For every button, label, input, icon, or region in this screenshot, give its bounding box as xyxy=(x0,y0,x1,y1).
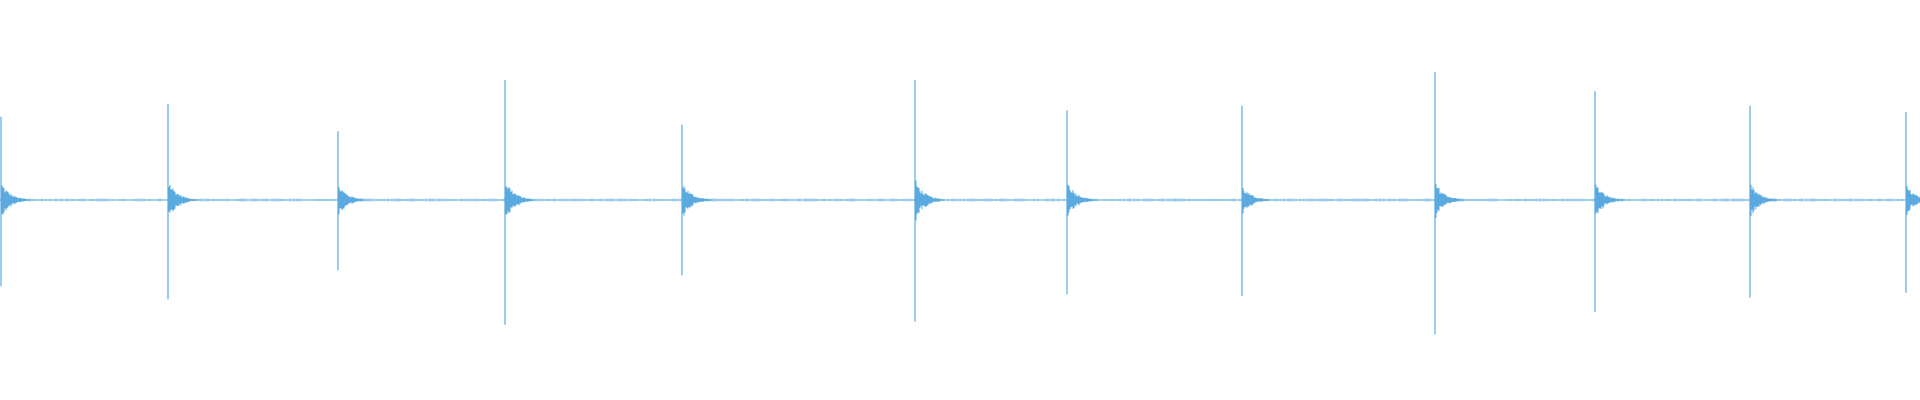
transient-decay xyxy=(338,187,369,215)
transient-7 xyxy=(1066,110,1098,295)
transient-12 xyxy=(1905,112,1920,293)
transient-6 xyxy=(914,80,946,322)
transient-decay xyxy=(682,186,713,216)
transient-2 xyxy=(167,104,199,300)
transient-decay xyxy=(505,186,536,215)
transient-decay xyxy=(168,185,199,213)
transient-4 xyxy=(504,80,536,325)
transient-1 xyxy=(0,116,32,287)
transient-8 xyxy=(1241,105,1273,296)
transient-10 xyxy=(1594,91,1626,312)
waveform-transients xyxy=(0,72,1920,335)
transient-decay xyxy=(1067,184,1098,216)
transient-5 xyxy=(681,124,713,276)
transient-decay xyxy=(1435,183,1466,218)
transient-decay xyxy=(1,185,32,215)
transient-decay xyxy=(1242,187,1273,214)
transient-decay xyxy=(915,180,946,221)
transient-decay xyxy=(1595,184,1626,214)
transient-11 xyxy=(1749,105,1781,298)
transient-3 xyxy=(337,131,369,271)
transient-decay xyxy=(1906,186,1920,215)
transient-9 xyxy=(1434,72,1466,335)
transient-decay xyxy=(1750,184,1781,217)
waveform-noise-floor xyxy=(0,198,1919,202)
